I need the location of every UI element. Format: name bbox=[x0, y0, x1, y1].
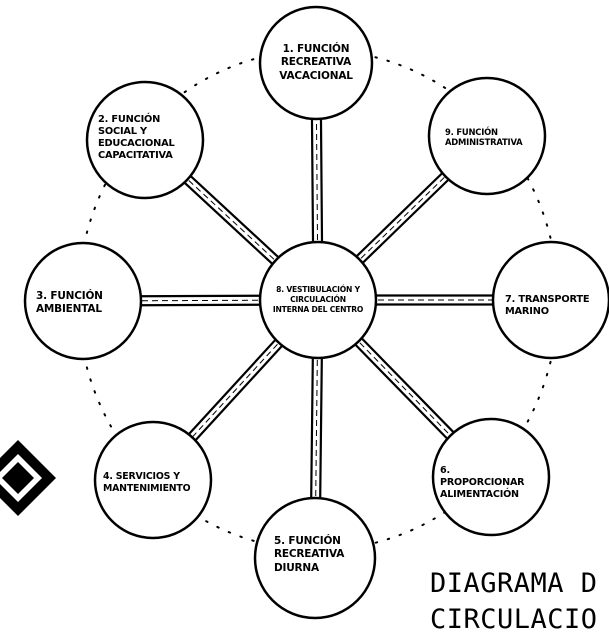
connector-line-6 bbox=[348, 338, 450, 441]
connector-line-5 bbox=[319, 350, 324, 501]
connector-line-5 bbox=[310, 349, 315, 500]
connector-line-3 bbox=[139, 303, 269, 307]
center-node bbox=[258, 240, 378, 360]
diamond-marker bbox=[0, 440, 56, 516]
node-5-circle bbox=[253, 496, 377, 620]
node-9-text: 9. FUNCIÓN ADMINISTRATIVA bbox=[445, 126, 523, 148]
node-4-label: 4. SERVICIOS Y MANTENIMIENTO bbox=[103, 468, 215, 498]
connector-line-4 bbox=[186, 333, 282, 437]
connector-centerline-1 bbox=[315, 116, 319, 251]
connector-centerline-2 bbox=[185, 177, 282, 267]
node-7-label: 7. TRANSPORTE MARINO bbox=[505, 290, 609, 322]
title-line-2: CIRCULACIO bbox=[430, 604, 598, 635]
connector-line-9 bbox=[356, 177, 451, 270]
node-7-circle bbox=[491, 240, 609, 360]
center-label-text: 8. VESTIBULACIÓN Y CIRCULACIÓN INTERNA D… bbox=[272, 284, 364, 315]
node-1-label: 1. FUNCIÓN RECREATIVA VACACIONAL bbox=[262, 36, 370, 90]
node-1-text: 1. FUNCIÓN RECREATIVA VACACIONAL bbox=[279, 43, 353, 82]
node-5-text: 5. FUNCIÓN RECREATIVA DIURNA bbox=[274, 535, 345, 574]
node-2-circle bbox=[85, 80, 205, 200]
node-6-text: 6. PROPORCIONAR ALIMENTACIÓN bbox=[440, 465, 525, 500]
node-5-label: 5. FUNCIÓN RECREATIVA DIURNA bbox=[274, 532, 370, 578]
node-2-text: 2. FUNCIÓN SOCIAL Y EDUCACIONAL CAPACITA… bbox=[98, 113, 175, 162]
connector-line-9 bbox=[349, 170, 445, 263]
connector-centerline-4 bbox=[190, 336, 285, 440]
connector-centerline-3 bbox=[138, 299, 269, 302]
connector-line-6 bbox=[355, 331, 456, 435]
node-9-circle bbox=[427, 76, 547, 196]
node-2-label: 2. FUNCIÓN SOCIAL Y EDUCACIONAL CAPACITA… bbox=[98, 100, 202, 176]
connector-line-1 bbox=[319, 116, 324, 250]
node-9-label: 9. FUNCIÓN ADMINISTRATIVA bbox=[445, 124, 551, 150]
connector-line-2 bbox=[182, 180, 279, 271]
node-4-text: 4. SERVICIOS Y MANTENIMIENTO bbox=[103, 471, 191, 494]
node-3-text: 3. FUNCIÓN AMBIENTAL bbox=[36, 289, 103, 315]
node-6-label: 6. PROPORCIONAR ALIMENTACIÓN bbox=[440, 457, 552, 509]
node-6-circle bbox=[431, 417, 551, 537]
connector-centerline-9 bbox=[353, 174, 448, 266]
connector-line-1 bbox=[310, 117, 315, 251]
connector-line-4 bbox=[193, 339, 289, 443]
node-3-label: 3. FUNCIÓN AMBIENTAL bbox=[36, 288, 136, 318]
title-line-1: DIAGRAMA D bbox=[430, 568, 598, 599]
node-4-circle bbox=[93, 420, 213, 540]
connector-centerline-6 bbox=[352, 335, 453, 438]
connector-centerline-5 bbox=[315, 349, 318, 501]
connectors bbox=[138, 116, 495, 501]
connector-line-2 bbox=[188, 173, 286, 264]
node-3-circle bbox=[23, 241, 143, 361]
node-7-text: 7. TRANSPORTE MARINO bbox=[505, 293, 590, 317]
node-1-circle bbox=[258, 5, 374, 121]
connector-line-3 bbox=[138, 294, 268, 298]
center-node-label: 8. VESTIBULACIÓN Y CIRCULACIÓN INTERNA D… bbox=[262, 272, 374, 328]
